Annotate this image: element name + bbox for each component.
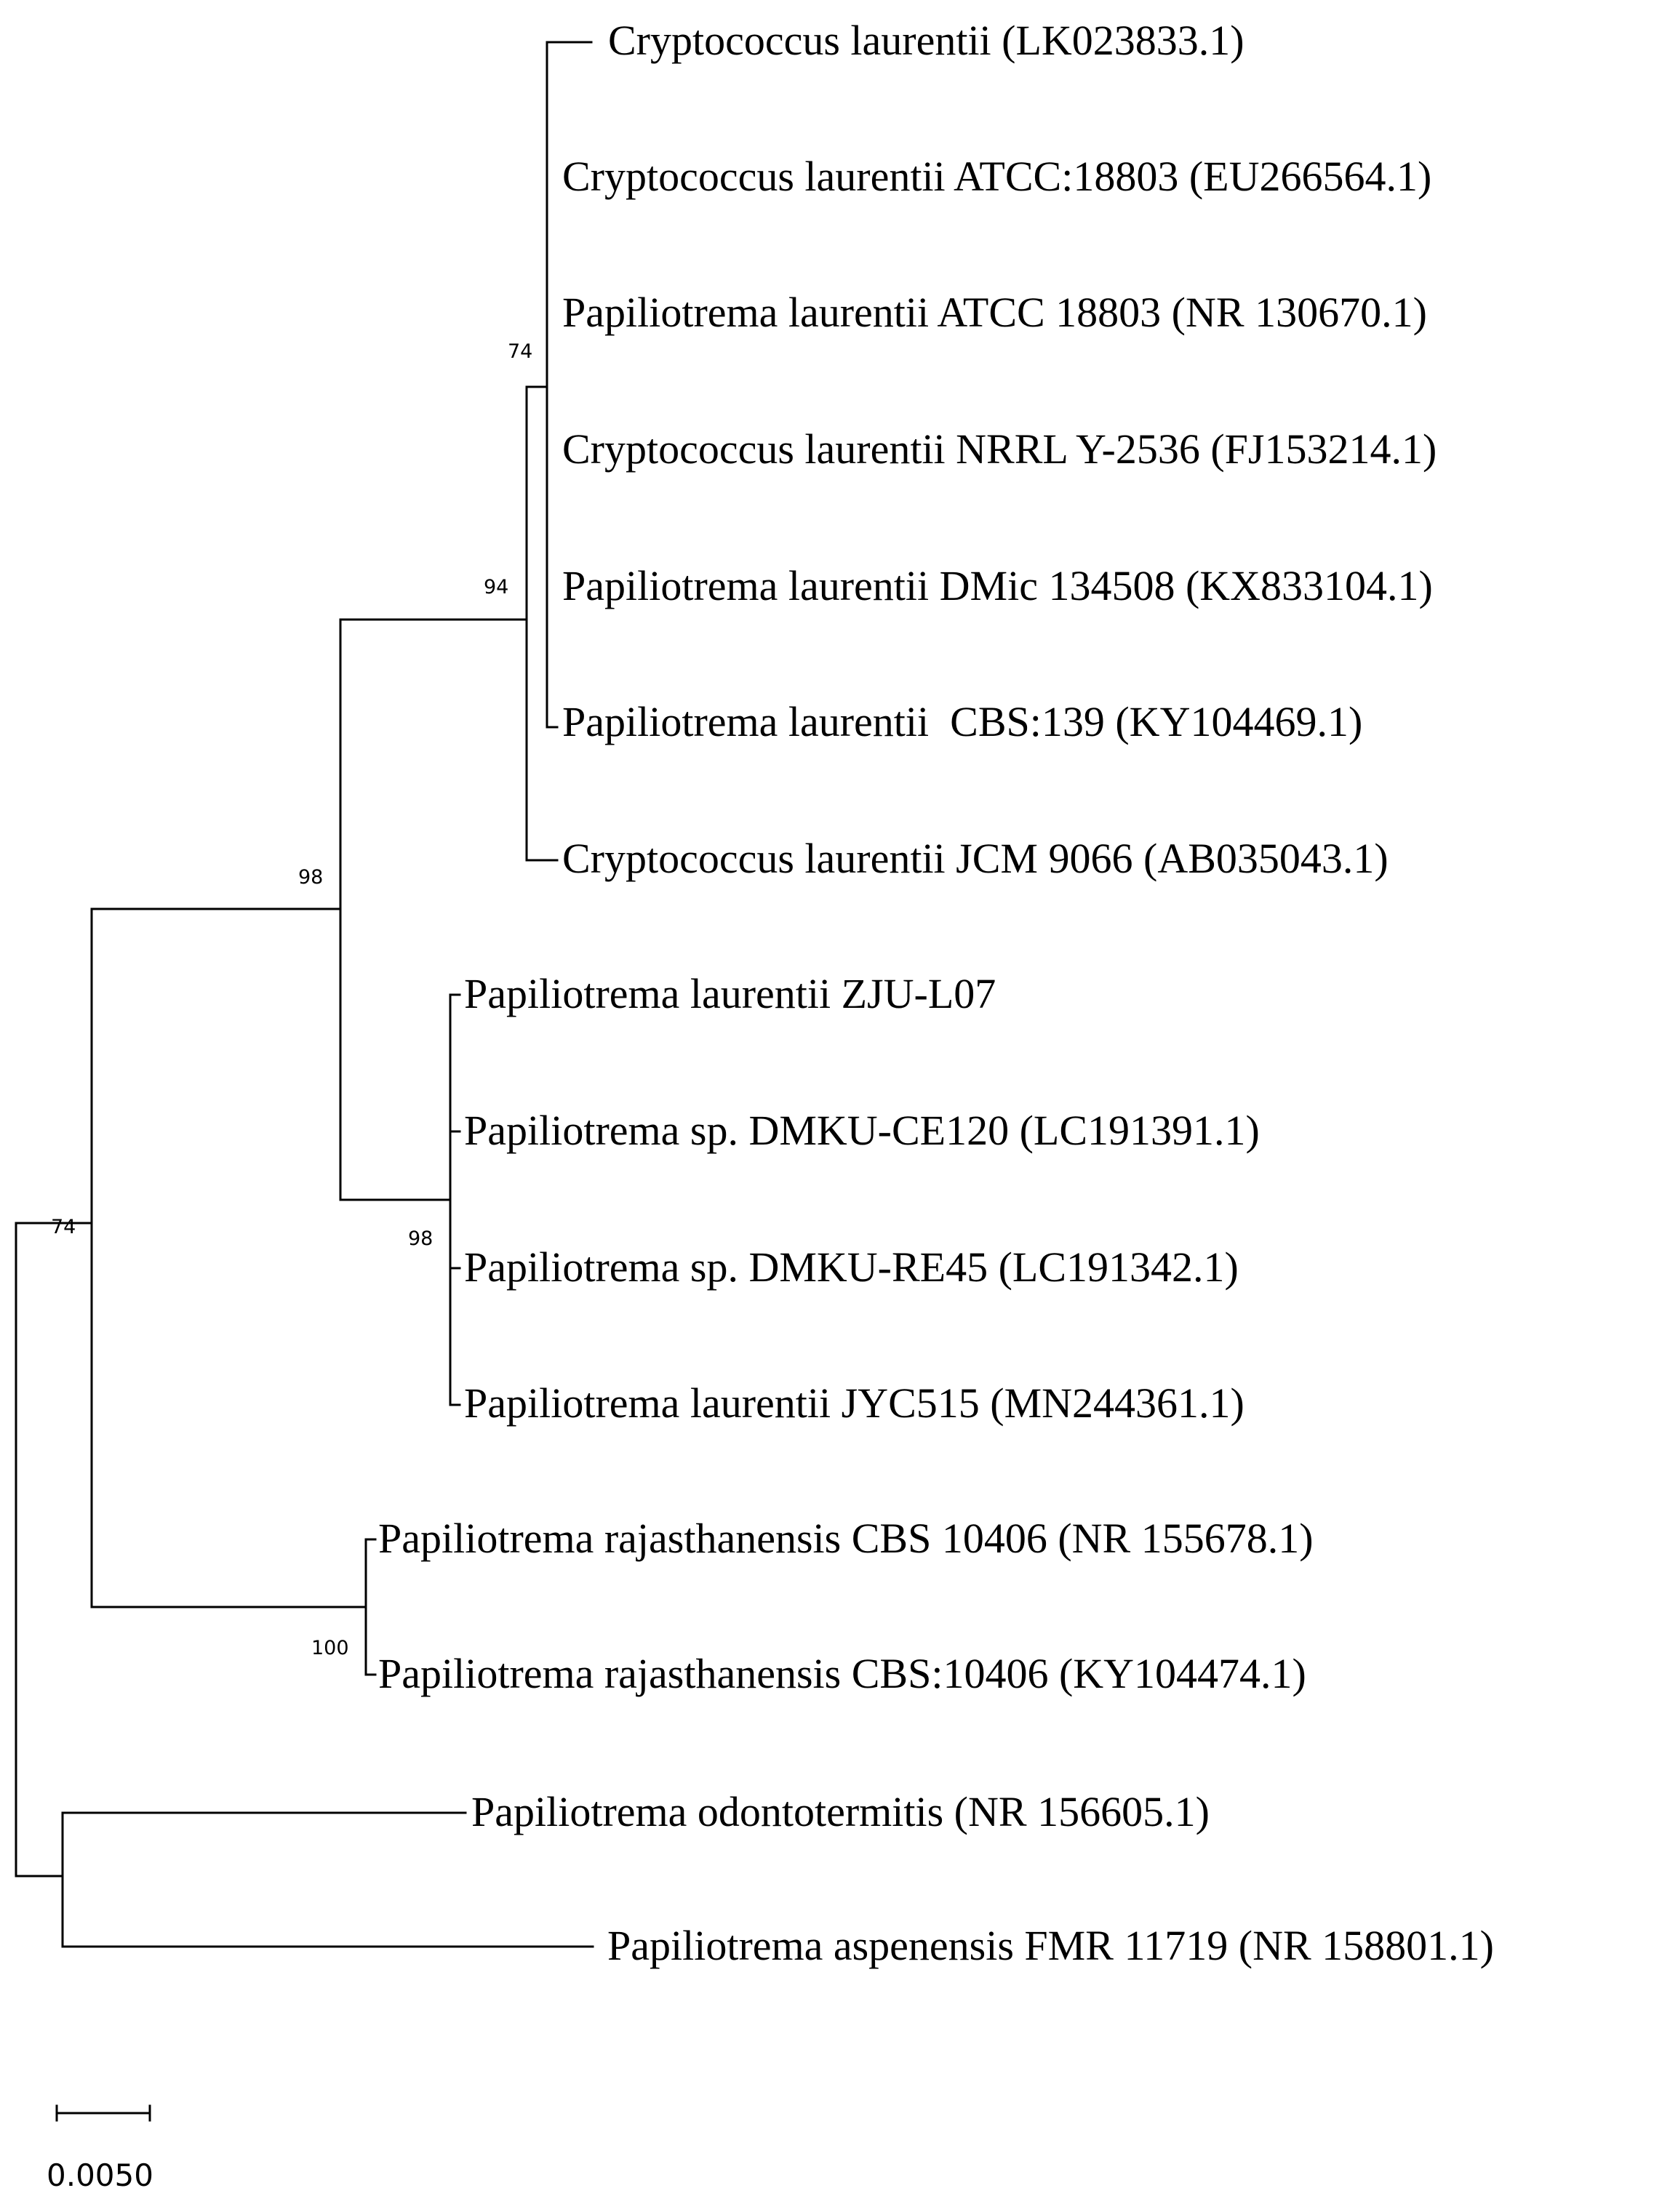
taxon-label: Papiliotrema laurentii CBS:139 (KY104469…	[562, 698, 1362, 745]
bootstrap-value: 98	[298, 866, 323, 889]
bootstrap-values: 74 94 98 98 74 100	[51, 340, 532, 1659]
tree-branches	[15, 41, 594, 1948]
taxon-label: Papiliotrema rajasthanensis CBS:10406 (K…	[378, 1650, 1306, 1697]
taxon-label: Papiliotrema laurentii DMic 134508 (KX83…	[562, 562, 1433, 609]
taxon-label: Papiliotrema laurentii JYC515 (MN244361.…	[464, 1379, 1245, 1427]
bootstrap-value: 100	[311, 1637, 349, 1659]
taxon-label: Papiliotrema laurentii ATCC 18803 (NR 13…	[562, 289, 1427, 336]
taxon-label: Papiliotrema laurentii ZJU-L07	[464, 970, 996, 1017]
scale-bar-label: 0.0050	[47, 2157, 153, 2193]
taxon-label: Papiliotrema rajasthanensis CBS 10406 (N…	[378, 1515, 1314, 1562]
bootstrap-value: 98	[408, 1227, 433, 1250]
taxon-label: Papiliotrema odontotermitis (NR 156605.1…	[471, 1788, 1210, 1835]
taxon-label: Papiliotrema sp. DMKU-CE120 (LC191391.1)	[464, 1107, 1260, 1154]
taxon-label: Papiliotrema sp. DMKU-RE45 (LC191342.1)	[464, 1243, 1239, 1291]
taxon-label: Cryptococcus laurentii ATCC:18803 (EU266…	[562, 153, 1431, 200]
bootstrap-value: 94	[484, 576, 508, 598]
taxon-label: Cryptococcus laurentii (LK023833.1)	[608, 17, 1245, 64]
taxon-labels: Cryptococcus laurentii (LK023833.1) Cryp…	[378, 17, 1494, 1969]
taxon-label: Papiliotrema aspenensis FMR 11719 (NR 15…	[607, 1922, 1494, 1969]
bootstrap-value: 74	[508, 340, 532, 363]
bootstrap-value: 74	[51, 1216, 76, 1238]
taxon-label: Cryptococcus laurentii NRRL Y-2536 (FJ15…	[562, 425, 1437, 473]
taxon-label: Cryptococcus laurentii JCM 9066 (AB03504…	[562, 835, 1389, 882]
scale-bar: 0.0050	[47, 2104, 153, 2193]
